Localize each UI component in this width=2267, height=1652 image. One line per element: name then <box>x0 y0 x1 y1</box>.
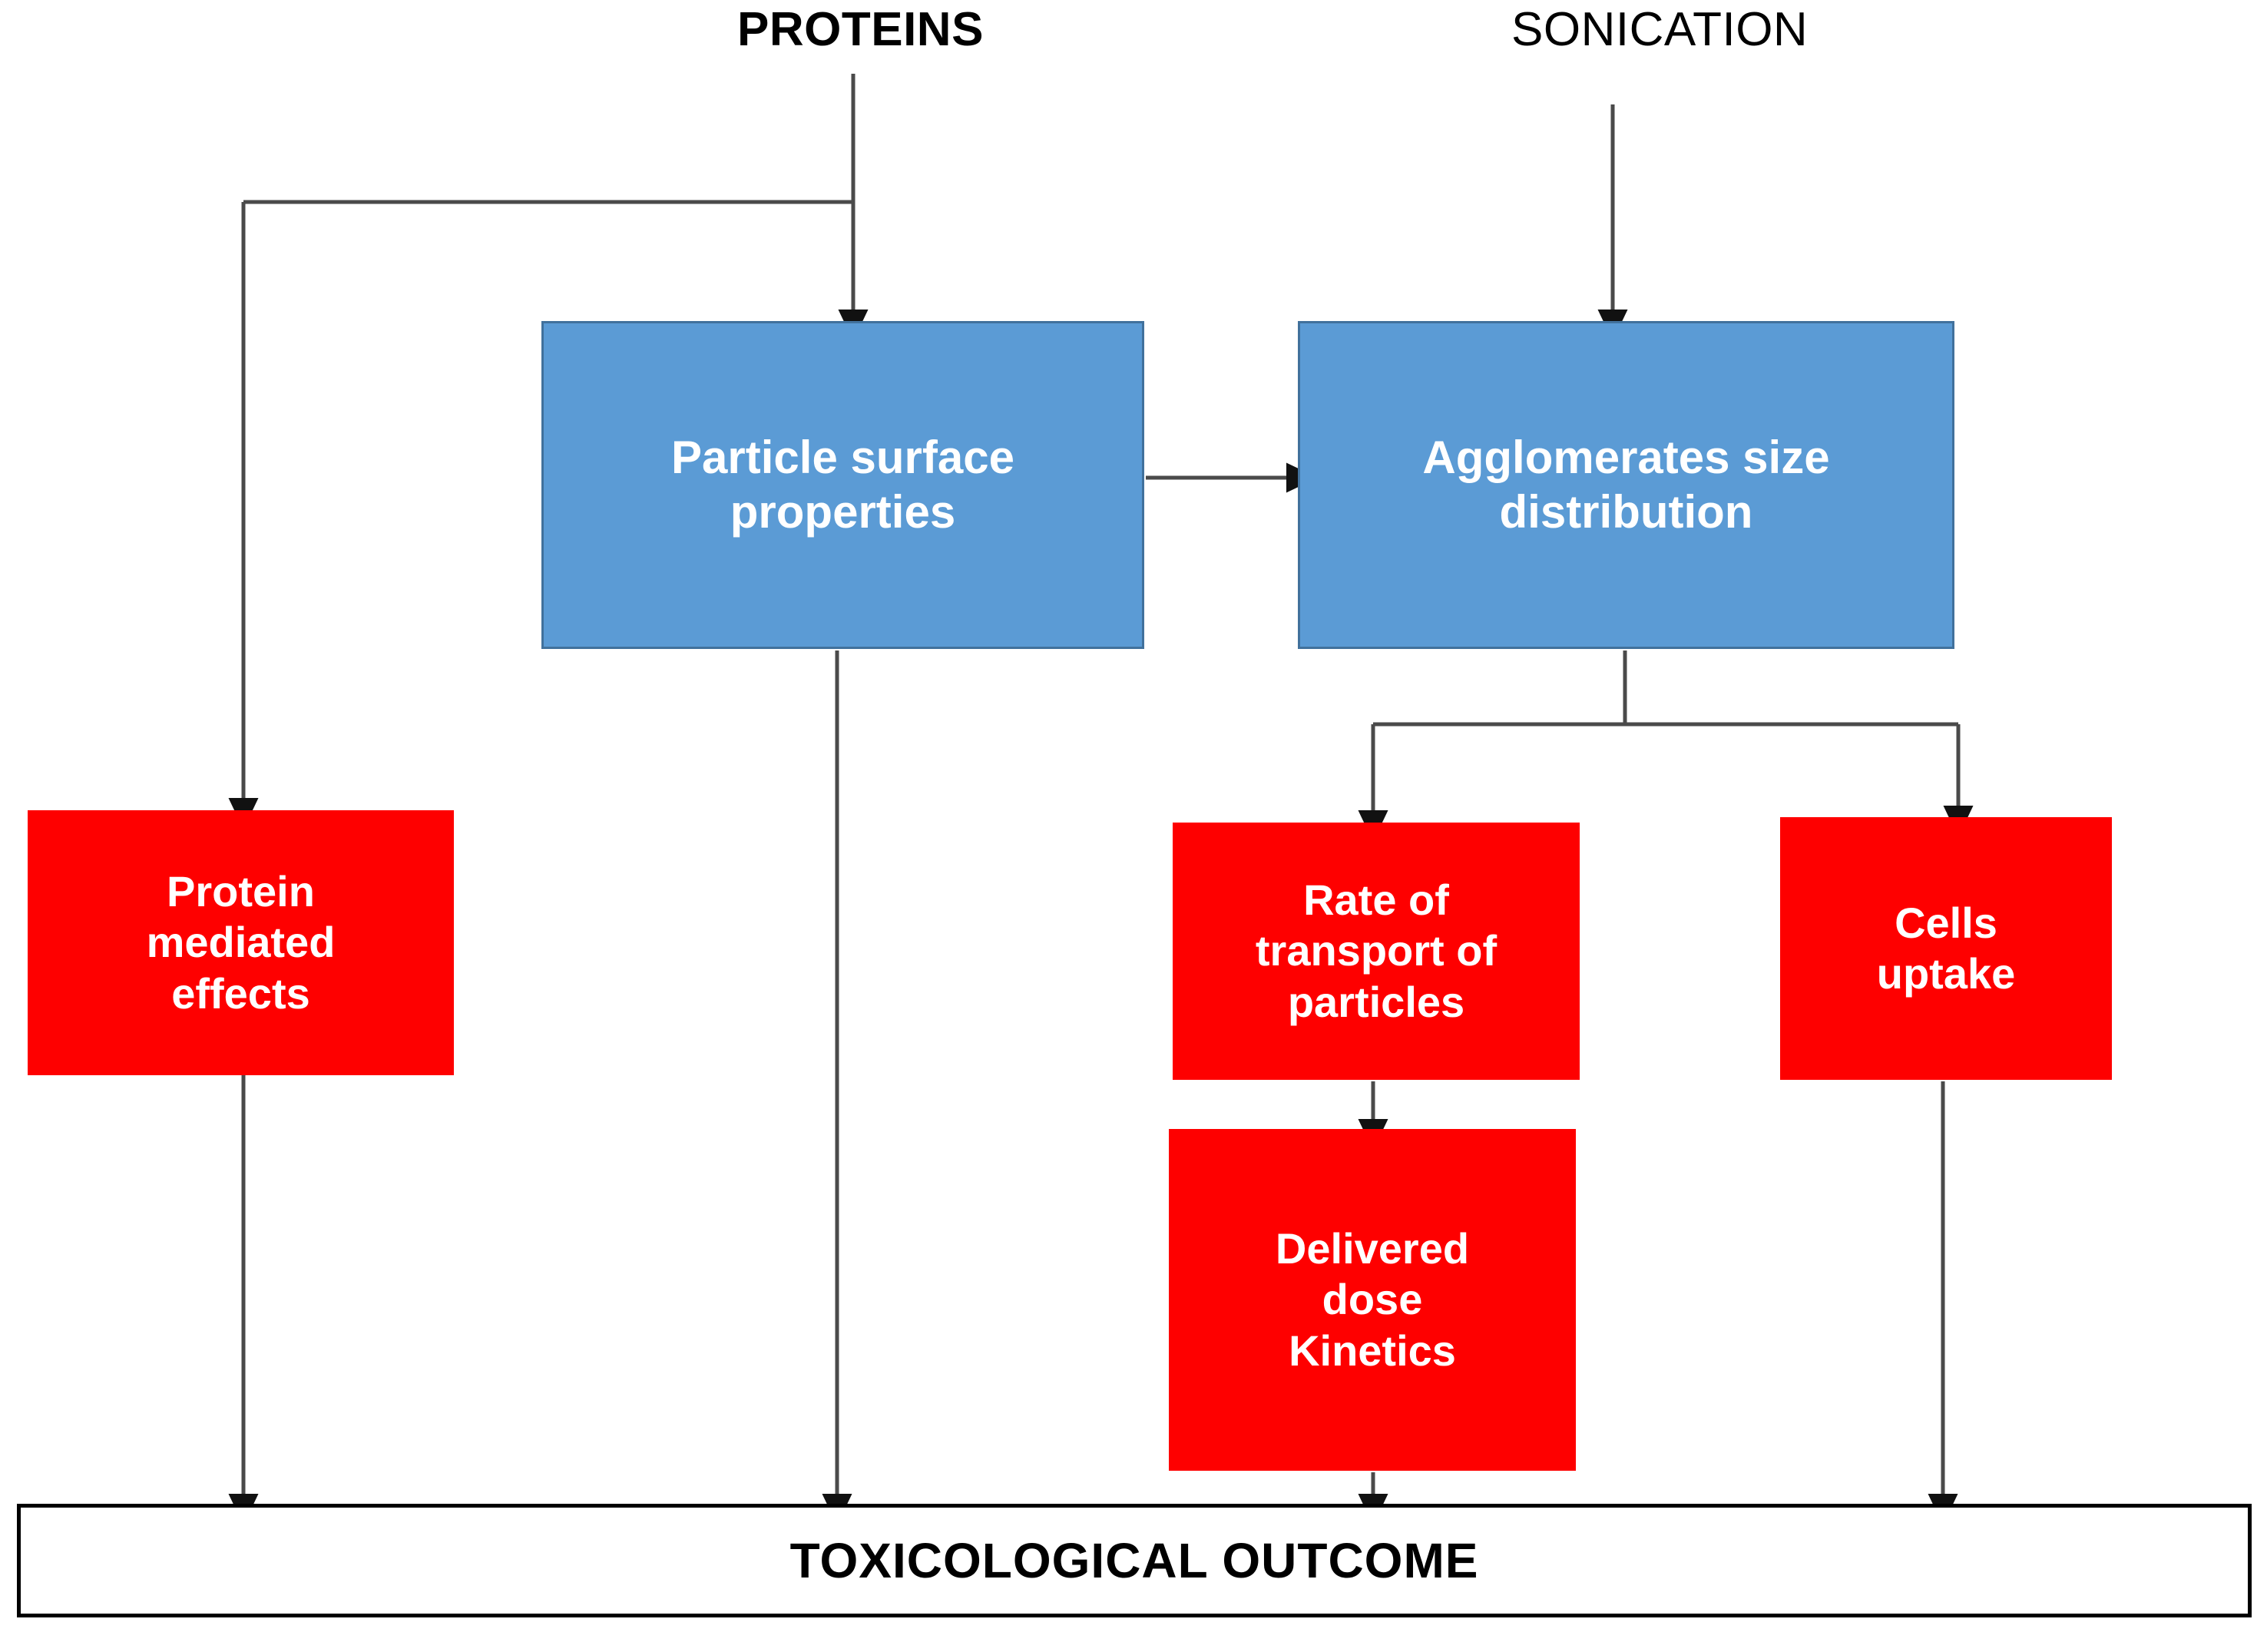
node-delivered-dose-kinetics-line1: Delivered <box>1275 1224 1470 1273</box>
node-rate-of-transport-of-particles-line3: particles <box>1287 977 1465 1026</box>
node-protein-mediated-effects-line3: effects <box>171 968 310 1018</box>
node-protein-mediated-effects-line2: mediated <box>146 918 336 967</box>
node-agglomerates-size-distribution[interactable]: Agglomerates size distribution <box>1298 321 1954 649</box>
node-cells-uptake[interactable]: Cells uptake <box>1780 817 2112 1080</box>
node-cells-uptake-line2: uptake <box>1876 949 2016 998</box>
node-protein-mediated-effects-line1: Protein <box>167 867 315 916</box>
node-rate-of-transport-of-particles[interactable]: Rate of transport of particles <box>1173 823 1580 1080</box>
node-delivered-dose-kinetics-line2: dose <box>1322 1275 1423 1324</box>
node-particle-surface-properties-line2: properties <box>730 485 956 538</box>
node-delivered-dose-kinetics-line3: Kinetics <box>1289 1326 1456 1375</box>
node-particle-surface-properties[interactable]: Particle surface properties <box>541 321 1144 649</box>
node-agglomerates-size-distribution-line1: Agglomerates size <box>1422 431 1830 483</box>
node-protein-mediated-effects[interactable]: Protein mediated effects <box>28 810 454 1075</box>
node-particle-surface-properties-line1: Particle surface <box>671 431 1014 483</box>
node-rate-of-transport-of-particles-line1: Rate of <box>1303 876 1449 925</box>
node-toxicological-outcome-label: TOXICOLOGICAL OUTCOME <box>789 1533 1479 1588</box>
node-cells-uptake-line1: Cells <box>1895 898 1997 947</box>
node-agglomerates-size-distribution-line2: distribution <box>1499 485 1753 538</box>
input-label-proteins: PROTEINS <box>737 3 984 56</box>
node-toxicological-outcome[interactable]: TOXICOLOGICAL OUTCOME <box>17 1504 2252 1617</box>
input-label-sonication: SONICATION <box>1511 3 1809 56</box>
node-rate-of-transport-of-particles-line2: transport of <box>1255 926 1498 975</box>
node-delivered-dose-kinetics[interactable]: Delivered dose Kinetics <box>1169 1129 1576 1471</box>
